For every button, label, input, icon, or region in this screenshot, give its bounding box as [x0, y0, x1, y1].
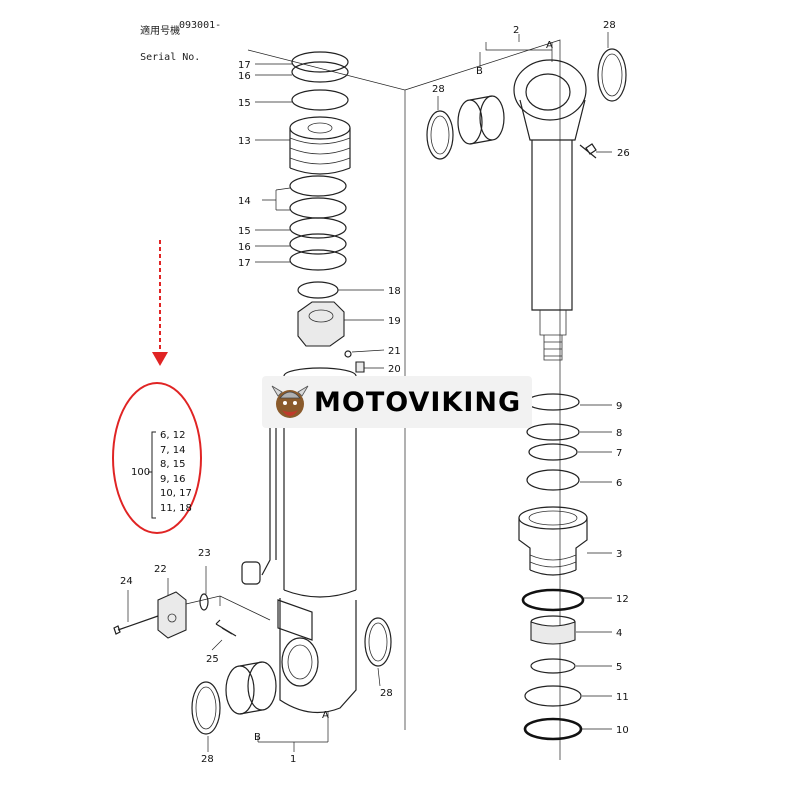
kit-bracket: [148, 431, 156, 519]
washer-18: [297, 281, 339, 299]
callout-b-top: B: [476, 66, 483, 77]
gland-3: [518, 506, 588, 576]
callout-9: 9: [616, 401, 622, 412]
callout-14: 14: [238, 196, 251, 207]
callout-15-bottom: 15: [238, 226, 251, 237]
callout-7: 7: [616, 448, 622, 459]
fitting-25: [215, 619, 237, 637]
callout-28-top-left: 28: [432, 84, 445, 95]
grease-fitting-26: [579, 143, 597, 159]
callout-19: 19: [388, 316, 401, 327]
callout-17-bottom: 17: [238, 258, 251, 269]
callout-17-top: 17: [238, 60, 251, 71]
nut-19: [297, 301, 345, 347]
callout-16-top: 16: [238, 71, 251, 82]
bushing-b-bottom: [225, 661, 277, 715]
piston-13: [289, 116, 351, 175]
kit-row: 6, 12: [160, 430, 186, 441]
seal-28-right-of-tube: [364, 617, 392, 667]
callout-a-top: A: [546, 40, 553, 51]
callout-16-bottom: 16: [238, 242, 251, 253]
callout-28-bottom: 28: [201, 754, 214, 765]
callout-12: 12: [616, 594, 629, 605]
kit-row: 7, 14: [160, 444, 186, 456]
assembly-frame: [247, 39, 561, 760]
brand-name: MOTOVIKING: [314, 386, 522, 418]
callout-28-top-right: 28: [603, 20, 616, 31]
callout-b-bottom: B: [254, 732, 261, 743]
kit-row: 8, 15: [160, 459, 186, 470]
kit-row: 10, 17: [160, 488, 192, 499]
callout-24: 24: [120, 576, 133, 587]
viking-logo-icon: [271, 385, 309, 418]
o-ring-23: [199, 593, 209, 611]
kit-row: 9, 16: [160, 473, 186, 485]
piston-rod: [513, 59, 587, 361]
callout-6: 6: [616, 478, 622, 489]
brand-watermark: MOTOVIKING: [262, 376, 532, 428]
callout-5: 5: [616, 662, 622, 673]
o-ring-12: [521, 588, 585, 612]
seal-kit-highlight: [112, 382, 202, 534]
kit-row: 11, 18: [160, 502, 192, 514]
screw-20: [355, 361, 365, 373]
bushing-b-top: [457, 95, 505, 145]
callout-18: 18: [388, 286, 401, 297]
serial-label: Serial No.: [140, 52, 201, 63]
pin-21: [344, 350, 352, 358]
hose-line: [185, 595, 271, 621]
callout-4: 4: [616, 628, 622, 639]
callout-labels: 2 A B 28 28 26 17 16 15 13 14 15 16 17 1…: [120, 20, 630, 765]
kit-total: 100: [131, 467, 151, 478]
callout-11: 11: [616, 692, 629, 703]
bolt-24: [113, 615, 159, 635]
seal-28-top-right: [597, 48, 627, 102]
callout-21: 21: [388, 346, 401, 357]
callout-25: 25: [206, 654, 219, 665]
red-arrow-icon: [152, 240, 168, 366]
seal-28-top-left: [426, 110, 454, 160]
callout-23: 23: [198, 548, 211, 559]
callout-3: 3: [616, 549, 622, 560]
callout-26: 26: [617, 148, 630, 159]
callout-13: 13: [238, 136, 251, 147]
seal-stack-lower: [289, 175, 347, 271]
serial-value: 093001-: [179, 20, 222, 31]
o-ring-10: [523, 717, 583, 741]
applicable-serial-header: 適用号機 Serial No.: [116, 12, 200, 77]
callout-8: 8: [616, 428, 622, 439]
applicable-label: 適用号機: [140, 26, 181, 37]
callout-2: 2: [513, 25, 519, 36]
callout-20: 20: [388, 364, 401, 375]
callout-15-top: 15: [238, 98, 251, 109]
snap-ring-5: [530, 658, 576, 674]
rings-upper-right: [526, 393, 580, 491]
callout-10: 10: [616, 725, 629, 736]
block-22: [157, 591, 187, 639]
callout-1: 1: [290, 754, 296, 765]
seal-28-bottom: [191, 681, 221, 735]
leader-lines: [127, 32, 612, 752]
callout-22: 22: [154, 564, 167, 575]
callout-a-bottom: A: [322, 710, 329, 721]
bushing-4: [530, 615, 576, 645]
backup-ring-11: [524, 685, 582, 707]
callout-28-mid: 28: [380, 688, 393, 699]
seal-stack-upper: [291, 51, 349, 111]
